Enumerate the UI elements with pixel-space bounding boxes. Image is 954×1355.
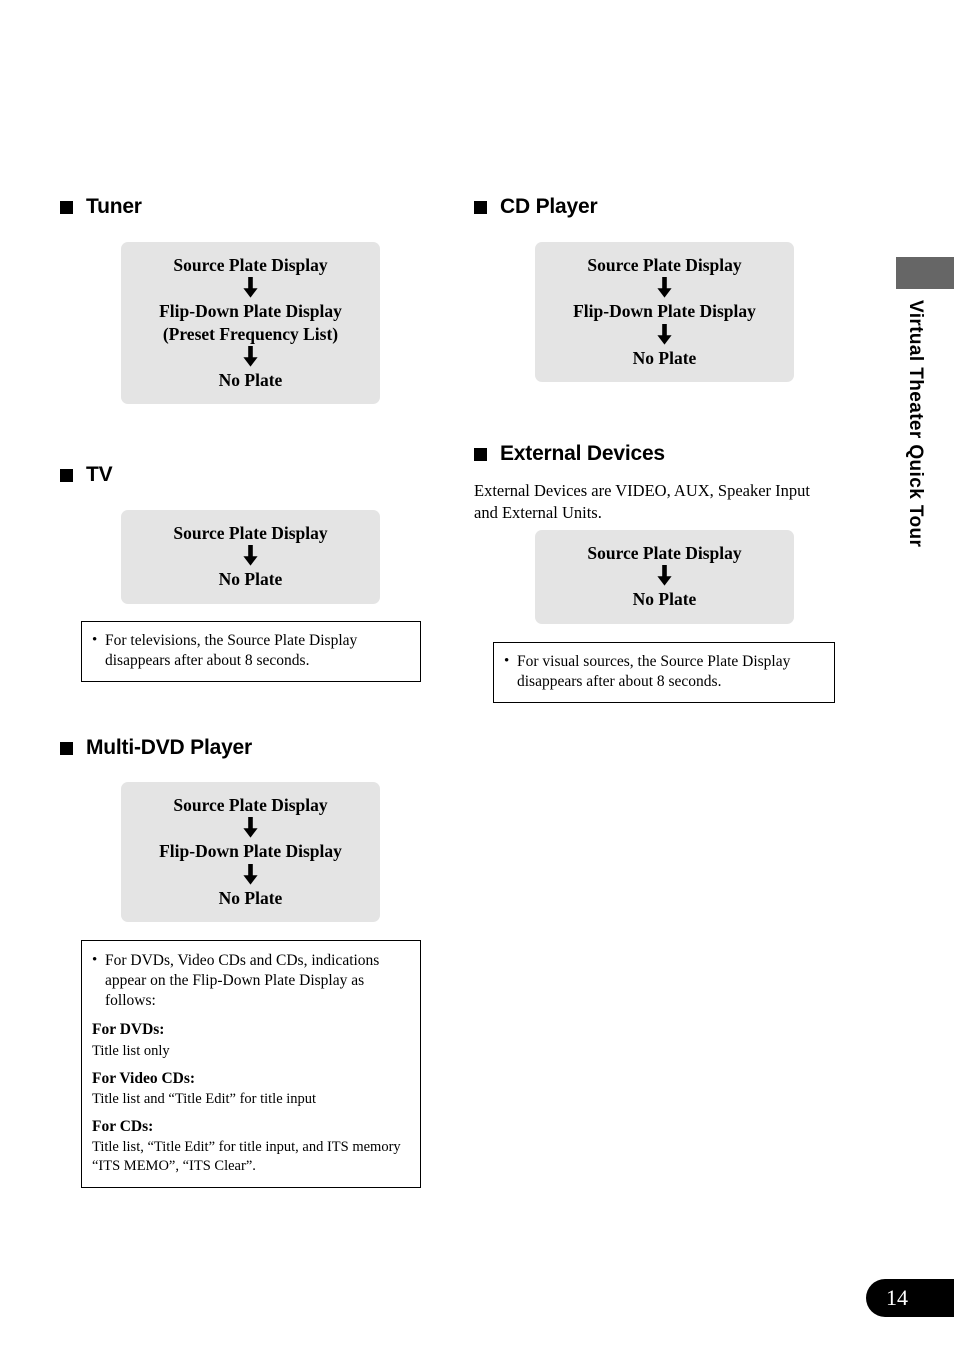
flow-step: Source Plate Display — [173, 523, 328, 543]
section-title: CD Player — [500, 195, 598, 218]
flow-diagram-tv: Source Plate Display No Plate — [121, 510, 380, 604]
square-bullet-icon — [474, 201, 487, 214]
note-subtext: Title list and “Title Edit” for title in… — [92, 1090, 317, 1107]
flow-step: Source Plate Display — [587, 255, 742, 275]
note-box-tv: • For televisions, the Source Plate Disp… — [81, 621, 421, 683]
external-devices-description: External Devices are VIDEO, AUX, Speaker… — [474, 481, 811, 522]
note-text: For DVDs, Video CDs and CDs, indications… — [105, 952, 380, 1010]
square-bullet-icon — [60, 469, 73, 482]
section-title: External Devices — [500, 442, 665, 465]
section-heading-external-devices: External Devices — [474, 443, 665, 464]
section-heading-tv: TV — [60, 463, 113, 486]
note-item: • For visual sources, the Source Plate D… — [504, 652, 823, 692]
note-group: For DVDs: Title list only — [92, 1020, 408, 1059]
flow-diagram-cd-player: Source Plate Display Flip-Down Plate Dis… — [535, 242, 794, 383]
flow-step: Flip-Down Plate Display — [159, 301, 342, 322]
flow-step: Flip-Down Plate Display — [159, 841, 342, 862]
bullet-icon: • — [504, 653, 510, 669]
note-box-multi-dvd: • For DVDs, Video CDs and CDs, indicatio… — [81, 940, 421, 1188]
flow-step-detail: (Preset Frequency List) — [162, 323, 339, 344]
down-arrow-icon — [545, 565, 784, 586]
side-tab: Virtual Theater Quick Tour — [896, 300, 932, 630]
square-bullet-icon — [60, 201, 73, 214]
note-text: For televisions, the Source Plate Displa… — [105, 632, 358, 670]
section-heading-multi-dvd-player: Multi-DVD Player — [60, 737, 252, 758]
flow-diagram-tuner: Source Plate Display Flip-Down Plate Dis… — [121, 242, 380, 404]
flow-step: No Plate — [632, 347, 697, 368]
note-subheading: For DVDs: — [92, 1021, 165, 1039]
square-bullet-icon — [60, 742, 73, 755]
flow-step: Source Plate Display — [173, 795, 328, 815]
note-item: • For televisions, the Source Plate Disp… — [92, 631, 409, 671]
flow-step: No Plate — [632, 589, 697, 610]
bullet-icon: • — [92, 952, 98, 968]
page-number-badge: 14 — [866, 1279, 954, 1317]
flow-diagram-external-devices: Source Plate Display No Plate — [535, 530, 794, 624]
note-text: For visual sources, the Source Plate Dis… — [517, 653, 791, 691]
square-bullet-icon — [474, 448, 487, 461]
down-arrow-icon — [131, 277, 370, 298]
side-tab-label: Virtual Theater Quick Tour — [905, 300, 926, 548]
flow-diagram-multi-dvd: Source Plate Display Flip-Down Plate Dis… — [121, 782, 380, 923]
flow-step: Source Plate Display — [587, 543, 742, 563]
note-subtext: Title list, “Title Edit” for title input… — [92, 1139, 401, 1174]
flow-step: No Plate — [218, 569, 283, 590]
section-title: Tuner — [86, 195, 142, 218]
section-title: Multi-DVD Player — [86, 736, 252, 759]
note-subheading: For CDs: — [92, 1118, 154, 1136]
note-subtext: Title list only — [92, 1042, 170, 1059]
flow-step: Source Plate Display — [173, 255, 328, 275]
note-group: For CDs: Title list, “Title Edit” for ti… — [92, 1117, 408, 1175]
note-box-external-devices: • For visual sources, the Source Plate D… — [493, 642, 835, 704]
section-title: TV — [86, 463, 113, 486]
down-arrow-icon — [131, 545, 370, 566]
flow-step: Flip-Down Plate Display — [573, 301, 756, 322]
down-arrow-icon — [131, 863, 370, 885]
note-subheading: For Video CDs: — [92, 1069, 196, 1087]
bullet-icon: • — [92, 632, 98, 648]
note-item: • For DVDs, Video CDs and CDs, indicatio… — [92, 951, 408, 1011]
down-arrow-icon — [131, 817, 370, 838]
down-arrow-icon — [545, 323, 784, 345]
section-tab-marker — [896, 257, 954, 289]
section-heading-tuner: Tuner — [60, 196, 142, 217]
flow-step: No Plate — [218, 887, 283, 908]
flow-step: No Plate — [218, 370, 283, 391]
note-group: For Video CDs: Title list and “Title Edi… — [92, 1069, 408, 1108]
down-arrow-icon — [545, 277, 784, 298]
down-arrow-icon — [131, 346, 370, 367]
section-heading-cd-player: CD Player — [474, 195, 598, 218]
page-number: 14 — [886, 1285, 908, 1310]
